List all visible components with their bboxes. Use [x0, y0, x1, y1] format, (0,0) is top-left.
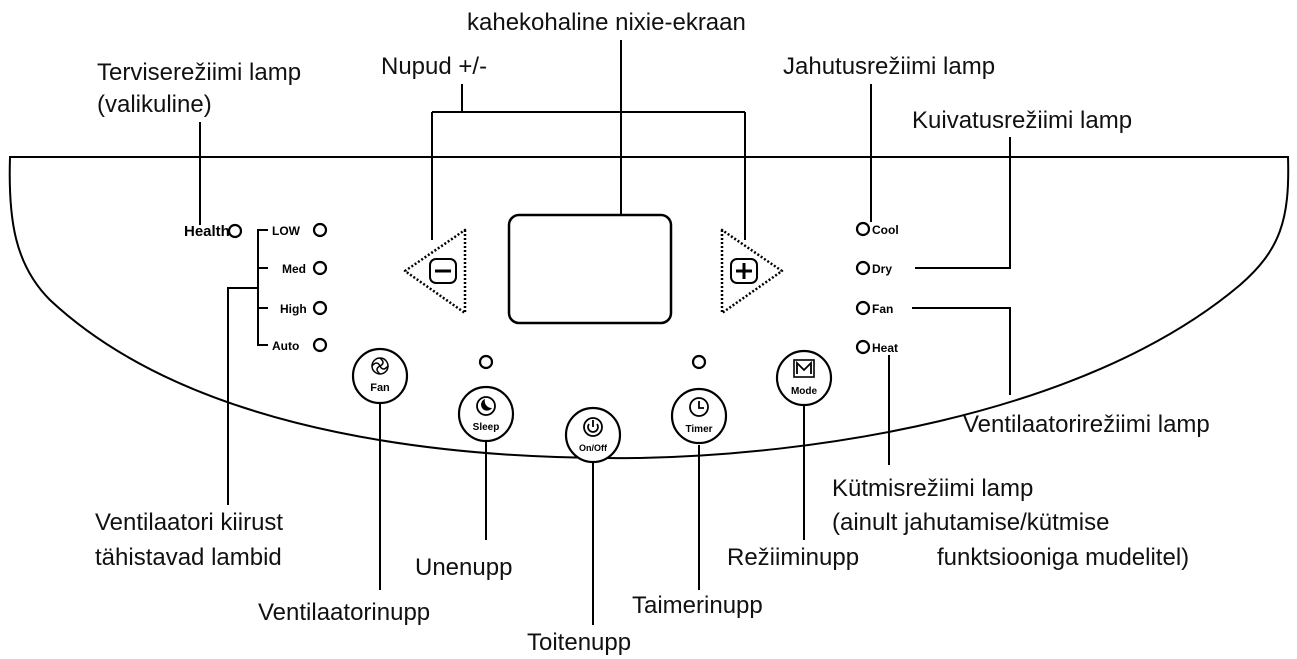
heat-label: Heat	[872, 341, 898, 355]
speed-label-auto: Auto	[272, 339, 299, 353]
dry-lamp-callout: Kuivatusrežiimi lamp	[912, 107, 1132, 134]
fan-button-label: Fan	[370, 382, 390, 394]
speed-lamp-high	[312, 300, 328, 316]
heat-lamp-callout-note2: funktsiooniga mudelitel)	[937, 544, 1189, 571]
clock-icon	[689, 397, 709, 417]
timer-button-label: Timer	[685, 424, 712, 435]
health-lamp-callout-note: (valikuline)	[97, 91, 212, 118]
power-icon	[583, 417, 603, 437]
minus-button[interactable]	[403, 228, 467, 315]
display-callout: kahekohaline nixie-ekraan	[467, 9, 746, 36]
panel-outline	[8, 156, 1290, 460]
fan-blade-icon	[371, 357, 389, 375]
minus-icon	[429, 258, 457, 284]
fan-mode-label: Fan	[872, 302, 893, 316]
fan-speed-callout: Ventilaatori kiirust	[95, 509, 283, 536]
cool-lamp-callout: Jahutusrežiimi lamp	[783, 53, 995, 80]
speed-label-high: High	[280, 302, 307, 316]
cool-lamp	[855, 221, 871, 237]
health-lamp	[227, 223, 243, 239]
plus-icon	[730, 258, 758, 284]
timer-indicator-lamp	[691, 354, 707, 370]
cool-label: Cool	[872, 223, 899, 237]
dry-lamp	[855, 260, 871, 276]
power-button-label: On/Off	[579, 443, 608, 453]
heat-lamp-callout-note1: (ainult jahutamise/kütmise	[832, 509, 1109, 536]
mode-m-icon	[793, 359, 815, 378]
fan-speed-callout-line2: tähistavad lambid	[95, 544, 282, 571]
moon-icon	[476, 396, 496, 416]
heat-lamp-callout: Kütmisrežiimi lamp	[832, 475, 1033, 502]
leader-lines	[199, 40, 1011, 625]
sleep-button-label: Sleep	[473, 422, 500, 433]
fan-mode-lamp-callout: Ventilaatorirežiimi lamp	[963, 411, 1210, 438]
health-lamp-callout: Terviserežiimi lamp	[97, 59, 301, 86]
timer-button-callout: Taimerinupp	[632, 592, 763, 619]
nixie-display	[507, 213, 673, 325]
speed-label-low: LOW	[272, 224, 301, 238]
dry-label: Dry	[872, 262, 892, 276]
power-button-callout: Toitenupp	[527, 629, 631, 656]
mode-button-callout: Režiiminupp	[727, 544, 859, 571]
mode-button[interactable]: Mode	[775, 349, 833, 407]
plus-button[interactable]	[720, 228, 784, 315]
plus-minus-callout: Nupud +/-	[381, 53, 487, 80]
speed-lamp-med	[312, 260, 328, 276]
fan-button[interactable]: Fan	[351, 347, 409, 405]
sleep-button[interactable]: Sleep	[457, 385, 515, 443]
power-button[interactable]: On/Off	[564, 406, 622, 464]
speed-label-med: Med	[282, 262, 306, 276]
speed-lamp-low	[312, 222, 328, 238]
speed-lamp-auto	[312, 337, 328, 353]
fan-mode-lamp	[855, 300, 871, 316]
health-label: Health	[184, 223, 230, 240]
mode-button-label: Mode	[791, 386, 818, 397]
fan-button-callout: Ventilaatorinupp	[258, 599, 430, 626]
sleep-indicator-lamp	[478, 354, 494, 370]
timer-button[interactable]: Timer	[670, 387, 728, 445]
heat-lamp	[855, 339, 871, 355]
sleep-button-callout: Unenupp	[415, 554, 512, 581]
